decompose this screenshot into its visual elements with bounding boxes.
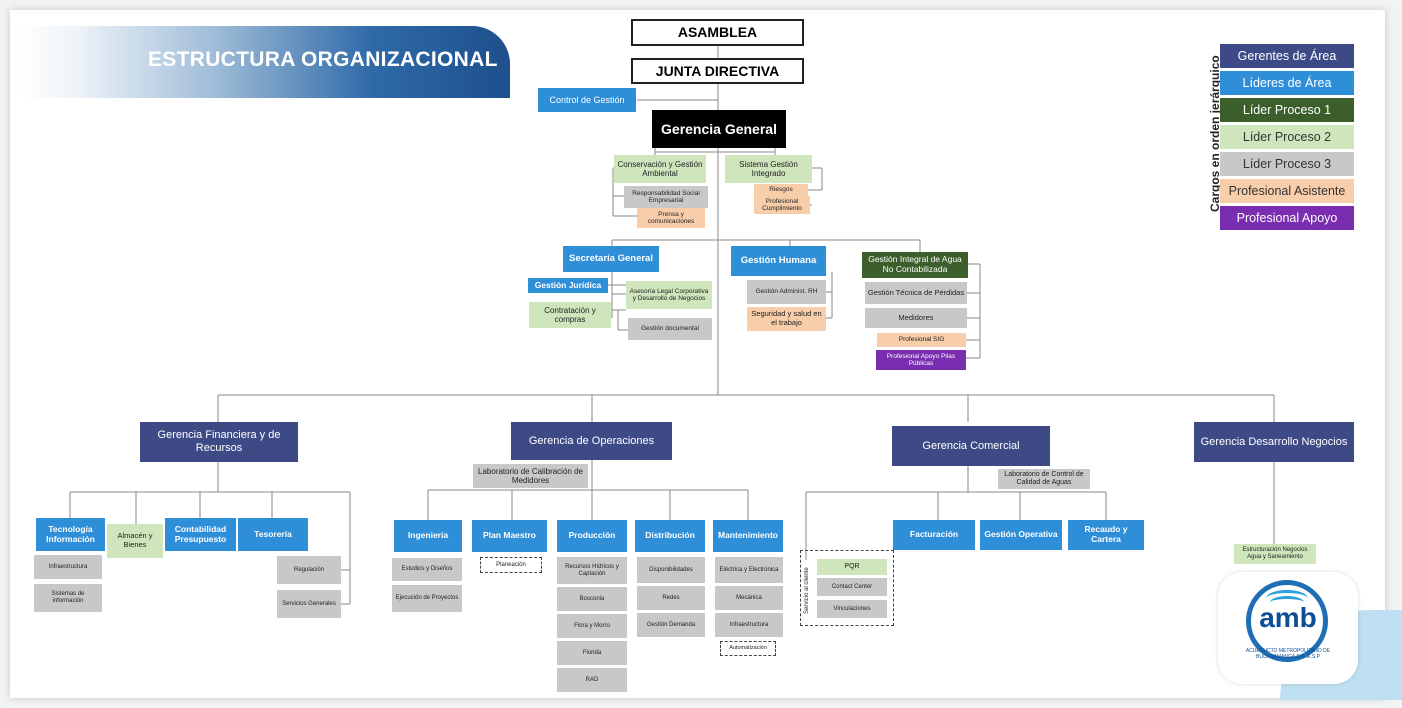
servicio-cliente-label: Servicio al cliente	[804, 567, 810, 614]
logo-subtitle: ACUEDUCTO METROPOLITANO DE BUCARAMANGA S…	[1245, 648, 1331, 660]
gestion-operativa-box: Gestión Operativa	[980, 520, 1062, 550]
produccion-box: Producción	[557, 520, 627, 552]
mantenimiento-box: Mantenimiento	[713, 520, 783, 552]
sistema-gestion-box: Sistema Gestión Integrado	[725, 155, 812, 183]
gestion-demanda-box: Gestión Demanda	[637, 613, 705, 637]
gestion-juridica-box: Gestión Jurídica	[528, 278, 608, 293]
disponibilidades-box: Disponibilidades	[637, 557, 705, 583]
legend-item: Líder Proceso 2	[1220, 125, 1354, 149]
gestion-humana-box: Gestión Humana	[731, 246, 826, 276]
laboratorio-calibracion-box: Laboratorio de Calibración de Medidores	[473, 464, 588, 488]
tesoreria-box: Tesorería	[238, 518, 308, 551]
slide-title: ESTRUCTURA ORGANIZACIONAL	[148, 48, 498, 71]
ingenieria-box: Ingeniería	[394, 520, 462, 552]
gerencia-desarrollo-box: Gerencia Desarrollo Negocios	[1194, 422, 1354, 462]
logo-ring-icon	[1246, 580, 1328, 662]
asesoria-legal-box: Asesoría Legal Corporativa y Desarrollo …	[626, 281, 712, 309]
almacen-bienes-box: Almacén y Bienes	[107, 524, 163, 558]
regulacion-box: Regulación	[277, 556, 341, 584]
servicio-cliente-group	[800, 550, 894, 626]
mecanica-box: Mecánica	[715, 586, 783, 610]
legend-item: Profesional Apoyo	[1220, 206, 1354, 230]
laboratorio-calidad-box: Laboratorio de Control de Calidad de Agu…	[998, 469, 1090, 489]
gestion-documental-box: Gestión documental	[628, 318, 712, 340]
riesgos-box: Riesgos	[754, 184, 808, 196]
logo-name: amb	[1259, 602, 1317, 633]
distribucion-box: Distribución	[635, 520, 705, 552]
secretaria-general-box: Secretaría General	[563, 246, 659, 272]
junta-directiva-box: JUNTA DIRECTIVA	[631, 58, 804, 84]
pqr-box: PQR	[817, 559, 887, 575]
control-gestion-box: Control de Gestión	[538, 88, 636, 112]
prensa-box: Prensa y comunicaciones	[637, 208, 705, 228]
recaudo-cartera-box: Recaudo y Cartera	[1068, 520, 1144, 550]
conservacion-box: Conservación y Gestión Ambiental	[614, 155, 706, 183]
gestion-agua-no-contabilizada-box: Gestión Integral de Agua No Contabilizad…	[862, 252, 968, 278]
estudios-disenos-box: Estudios y Diseños	[392, 558, 462, 581]
responsabilidad-box: Responsabilidad Social Empresarial	[624, 186, 708, 208]
legend-item: Líder Proceso 1	[1220, 98, 1354, 122]
plan-maestro-box: Plan Maestro	[472, 520, 547, 552]
planeacion-box: Planeación	[480, 557, 542, 573]
legend-item: Líderes de Área	[1220, 71, 1354, 95]
asamblea-box: ASAMBLEA	[631, 19, 804, 46]
seguridad-salud-box: Seguridad y salud en el trabajo	[747, 307, 826, 331]
gerencia-comercial-box: Gerencia Comercial	[892, 426, 1050, 466]
medidores-box: Medidores	[865, 308, 967, 328]
profesional-cumplimiento-box: Profesional Cumplimiento	[754, 196, 810, 214]
profesional-sig-box: Profesional SIG	[877, 333, 966, 347]
gestion-administ-rh-box: Gestión Administ. RH	[747, 280, 826, 304]
ejecucion-proyectos-box: Ejecución de Proyectos	[392, 585, 462, 612]
logo-wave-icon-2	[1270, 596, 1304, 609]
amb-logo: amb ACUEDUCTO METROPOLITANO DE BUCARAMAN…	[1218, 572, 1358, 684]
bosconia-box: Bosconia	[557, 587, 627, 611]
vinculaciones-box: Vinculaciones	[817, 600, 887, 618]
gerencia-financiera-box: Gerencia Financiera y de Recursos	[140, 422, 298, 462]
tecnologia-informacion-box: Tecnología Información	[36, 518, 105, 551]
facturacion-box: Facturación	[893, 520, 975, 550]
flora-morro-box: Flora y Morro	[557, 614, 627, 638]
automatizacion-box: Automatización	[720, 641, 776, 656]
rad-box: RAD	[557, 668, 627, 692]
legend-item: Profesional Asistente	[1220, 179, 1354, 203]
title-banner: ESTRUCTURA ORGANIZACIONAL	[18, 26, 510, 98]
electrica-electronica-box: Eléctrica y Electrónica	[715, 557, 783, 583]
gerencia-general-box: Gerencia General	[652, 110, 786, 148]
gerencia-operaciones-box: Gerencia de Operaciones	[511, 422, 672, 460]
estructuracion-negocios-box: Estructuración Negocios Agua y Saneamien…	[1234, 544, 1316, 564]
infraestructura-box: Infraestructura	[34, 555, 102, 579]
infraestructura-ops-box: Infraestructura	[715, 613, 783, 637]
servicios-generales-box: Servicios Generales	[277, 590, 341, 618]
redes-box: Redes	[637, 586, 705, 610]
florida-box: Florida	[557, 641, 627, 665]
contratacion-box: Contratación y compras	[529, 302, 611, 328]
legend-item: Gerentes de Área	[1220, 44, 1354, 68]
contabilidad-presupuesto-box: Contabilidad Presupuesto	[165, 518, 236, 551]
legend-item: Líder Proceso 3	[1220, 152, 1354, 176]
logo-wave-icon	[1266, 590, 1308, 607]
profesional-apoyo-pilas-box: Profesional Apoyo Pilas Públicas	[876, 350, 966, 370]
sistemas-informacion-box: Sistemas de información	[34, 584, 102, 612]
gestion-tecnica-perdidas-box: Gestión Técnica de Pérdidas	[865, 282, 967, 304]
recursos-hidricos-box: Recursos Hídricos y Captación	[557, 557, 627, 584]
contact-center-box: Contact Center	[817, 578, 887, 596]
